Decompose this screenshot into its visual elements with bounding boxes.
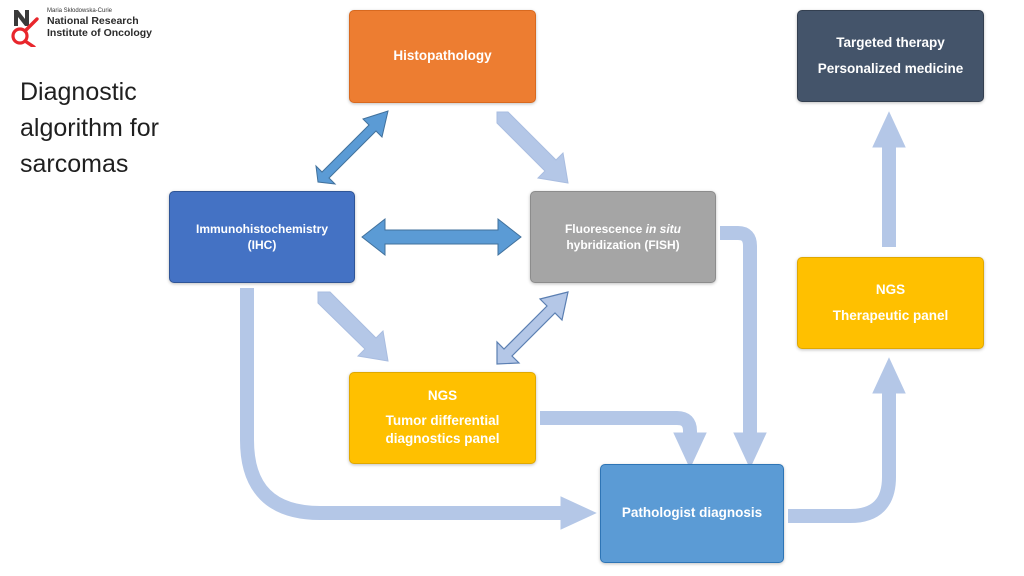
node-ihc-line-1: Immunohistochemistry bbox=[195, 221, 329, 236]
node-ihc-line-2: (IHC) bbox=[247, 238, 277, 252]
edge-fish-ngsdiff bbox=[496, 291, 569, 365]
node-targeted-line-2: Personalized medicine bbox=[817, 61, 964, 76]
edge-ihc-path bbox=[240, 288, 597, 530]
logo-mark-icon bbox=[11, 10, 39, 47]
edge-histo-ihc bbox=[315, 110, 389, 185]
edge-fish-path bbox=[720, 226, 767, 469]
node-targeted-therapy: Targeted therapy Personalized medicine bbox=[797, 10, 984, 102]
node-fish-line-1: Fluorescence in situ bbox=[565, 221, 681, 237]
institute-logo: Maria Skłodowska-Curie National Research… bbox=[10, 7, 180, 51]
node-fish-line-1-prefix: Fluorescence bbox=[564, 221, 646, 236]
edge-ihc-ngsdiff bbox=[317, 291, 389, 362]
node-ngs-diff-line-2: Tumor differential bbox=[385, 412, 500, 428]
node-ngs-ther-line-2: Therapeutic panel bbox=[832, 308, 949, 323]
title-line-1: Diagnostic bbox=[20, 78, 137, 106]
node-ngs-diff-line-1: NGS bbox=[427, 387, 458, 403]
node-targeted-line-1: Targeted therapy bbox=[836, 35, 945, 51]
logo-line-2: Institute of Oncology bbox=[47, 27, 152, 39]
node-ngs-therapeutic: NGS Therapeutic panel bbox=[797, 257, 984, 349]
title-line-3: sarcomas bbox=[20, 150, 129, 178]
edge-path-ngsther bbox=[788, 357, 906, 523]
node-pathologist-label: Pathologist diagnosis bbox=[621, 505, 763, 521]
node-ngs-differential: NGS Tumor differential diagnostics panel bbox=[349, 372, 536, 464]
edge-ngsdiff-path bbox=[540, 411, 707, 469]
node-histopathology-label: Histopathology bbox=[393, 48, 492, 64]
node-immunohistochemistry: Immunohistochemistry (IHC) bbox=[169, 191, 355, 283]
node-pathologist-diagnosis: Pathologist diagnosis bbox=[600, 464, 784, 563]
title-line-2: algorithm for bbox=[20, 114, 159, 142]
logo-small-text: Maria Skłodowska-Curie bbox=[47, 8, 113, 14]
edge-histo-fish bbox=[496, 111, 569, 184]
node-ngs-diff-line-3: diagnostics panel bbox=[385, 431, 500, 447]
node-ngs-ther-line-1: NGS bbox=[875, 282, 906, 298]
page-title: Diagnostic algorithm for sarcomas bbox=[20, 74, 220, 182]
node-fish-line-2: hybridization (FISH) bbox=[566, 238, 680, 252]
node-fish: Fluorescence in situ hybridization (FISH… bbox=[530, 191, 716, 283]
node-fish-line-1-italic: in situ bbox=[645, 221, 682, 236]
edge-ihc-fish bbox=[361, 217, 522, 257]
node-histopathology: Histopathology bbox=[349, 10, 536, 103]
logo-line-1: National Research bbox=[47, 15, 139, 27]
